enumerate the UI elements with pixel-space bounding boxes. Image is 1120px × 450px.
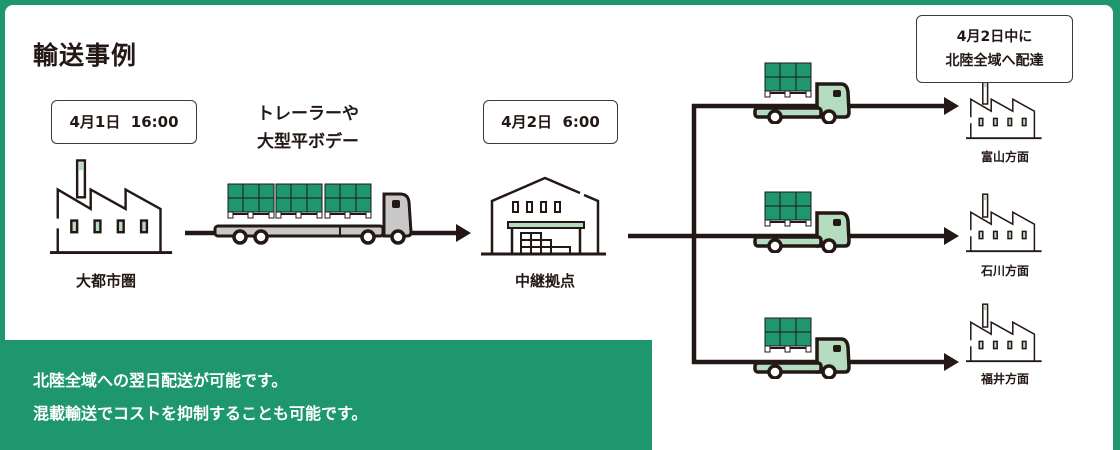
vehicle-label-line1: トレーラーや: [257, 104, 359, 124]
origin-label: 大都市圏: [75, 272, 136, 290]
small-truck-icon: [753, 191, 851, 253]
vehicle-label-line2: 大型平ボデー: [257, 132, 359, 152]
page-title: 輸送事例: [33, 41, 138, 70]
note-line2: 混載輸送でコストを抑制することも可能です。: [33, 404, 368, 423]
trailer-truck-icon: [213, 183, 413, 245]
warehouse-icon: [481, 176, 606, 256]
arrow-head-icon: [944, 227, 959, 245]
summary-note: 北陸全域への翌日配送が可能です。 混載輸送でコストを抑制することも可能です。: [0, 340, 652, 450]
factory-icon: [50, 158, 174, 255]
small-truck-icon: [753, 317, 851, 379]
arrow-head-icon: [944, 353, 959, 371]
departure-time-box: 4月1日 16:00: [51, 100, 197, 144]
note-line1: 北陸全域への翌日配送が可能です。: [33, 371, 288, 390]
callout-line2: 北陸全域へ配達: [945, 53, 1044, 69]
arrow-head-icon: [456, 224, 471, 242]
hub-time-box: 4月2日 6:00: [483, 100, 618, 144]
hub-label: 中継拠点: [514, 272, 575, 290]
arrow-head-icon: [944, 97, 959, 115]
destination-label: 福井方面: [980, 372, 1029, 386]
vehicle-label: トレーラーや 大型平ボデー: [240, 100, 376, 156]
factory-icon: [966, 80, 1043, 140]
destination-label: 富山方面: [980, 150, 1029, 164]
destination-label: 石川方面: [980, 264, 1029, 278]
callout-line1: 4月2日中に: [956, 29, 1033, 45]
departure-time: 4月1日 16:00: [69, 113, 179, 131]
hub-time: 4月2日 6:00: [501, 113, 600, 131]
factory-icon: [966, 193, 1043, 253]
delivery-callout: 4月2日中に 北陸全域へ配達: [916, 15, 1073, 83]
small-truck-icon: [753, 62, 851, 124]
factory-icon: [966, 303, 1043, 363]
